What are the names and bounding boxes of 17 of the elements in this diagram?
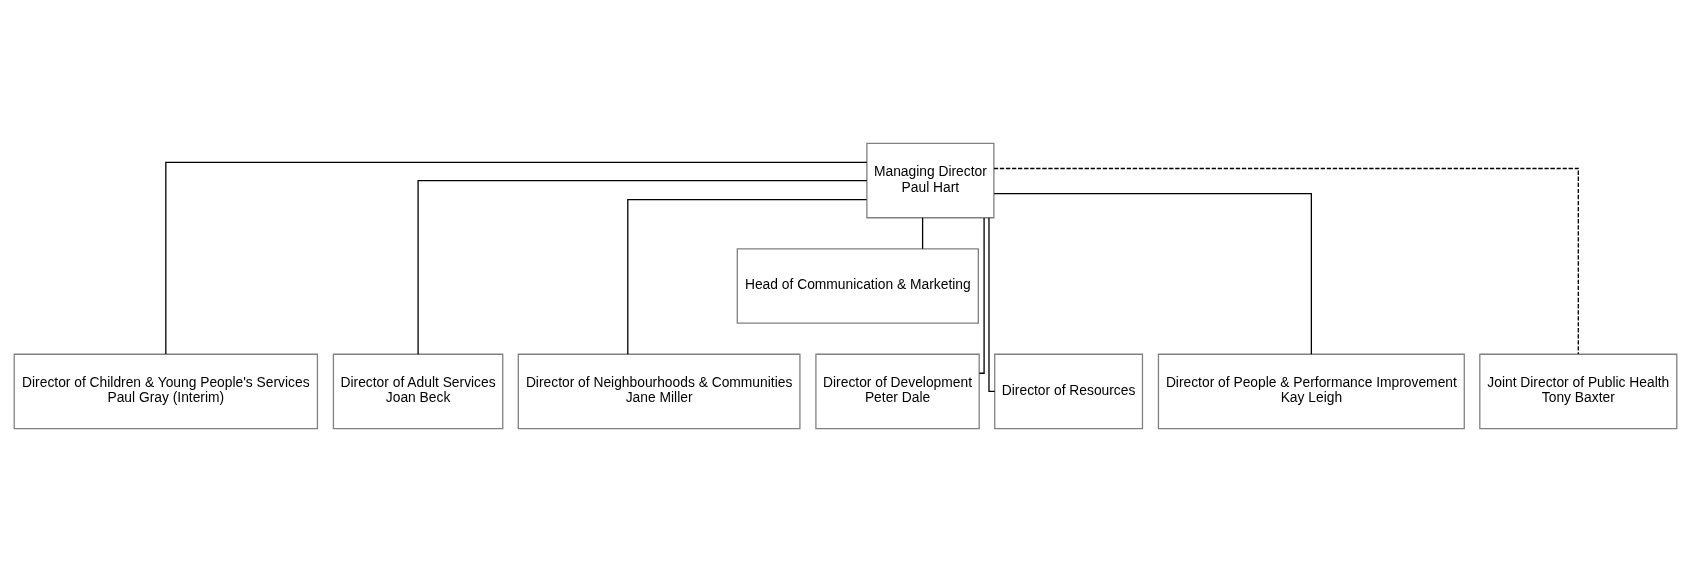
node-box: Director of People & Performance Improvement Kay Leigh (1157, 353, 1465, 430)
node-box: Joint Director of Public Health Tony Baxter (1479, 353, 1678, 430)
connector (165, 161, 868, 355)
node-box: Head of Communication & Marketing (736, 248, 979, 324)
connector (978, 217, 985, 374)
connector (993, 192, 1312, 355)
node-box: Director of Resources (994, 353, 1144, 430)
connector (627, 198, 868, 355)
node-box: Director of Children & Young People's Services Paul Gray (Interim) (13, 353, 319, 430)
connector (417, 179, 868, 355)
node-box: Director of Development Peter Dale (815, 353, 980, 430)
node-box: Director of Neighbourhoods & Communities Jane Miller (517, 353, 801, 430)
connector (988, 217, 996, 393)
node-box: Director of Adult Services Joan Beck (332, 353, 504, 430)
connector (921, 217, 924, 250)
node-box: Managing Director Paul Hart (866, 142, 995, 219)
connector (993, 167, 1579, 355)
